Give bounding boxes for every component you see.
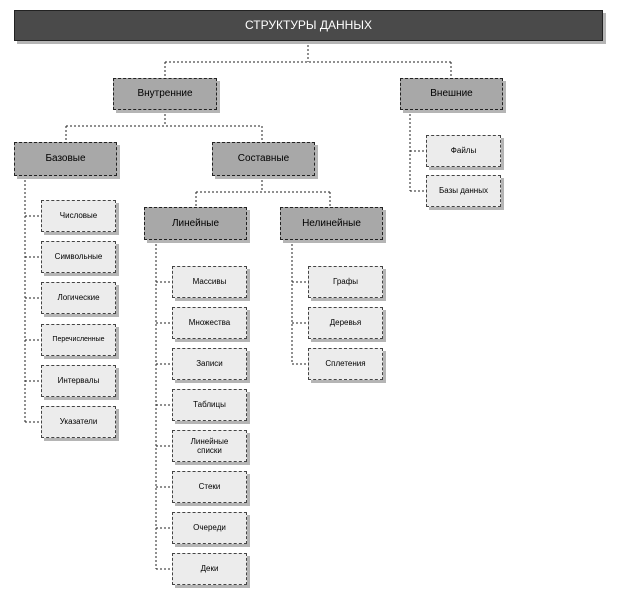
linear-item-records: Записи <box>172 348 247 380</box>
linear-item-arrays: Массивы <box>172 266 247 298</box>
linear-item-queues: Очереди <box>172 512 247 544</box>
nonlinear-item-interlacings: Сплетения <box>308 348 383 380</box>
linear-item-stacks: Стеки <box>172 471 247 503</box>
linear-item-deques: Деки <box>172 553 247 585</box>
nonlinear-node: Нелинейные <box>280 207 383 240</box>
basic-item-symbolic: Символьные <box>41 241 116 273</box>
external-item-files: Файлы <box>426 135 501 167</box>
basic-item-numeric: Числовые <box>41 200 116 232</box>
internal-node: Внутренние <box>113 78 217 110</box>
basic-item-pointers: Указатели <box>41 406 116 438</box>
external-item-databases: Базы данных <box>426 175 501 207</box>
linear-item-linked-lists: Линейные списки <box>172 430 247 462</box>
composite-node: Составные <box>212 142 315 176</box>
nonlinear-item-trees: Деревья <box>308 307 383 339</box>
linear-item-tables: Таблицы <box>172 389 247 421</box>
nonlinear-item-graphs: Графы <box>308 266 383 298</box>
root-node: СТРУКТУРЫ ДАННЫХ <box>14 10 603 41</box>
external-node: Внешние <box>400 78 503 110</box>
basic-item-logical: Логические <box>41 282 116 314</box>
basic-item-intervals: Интервалы <box>41 365 116 397</box>
linear-node: Линейные <box>144 207 247 240</box>
basic-item-enumerated: Перечисленные <box>41 324 116 356</box>
basic-node: Базовые <box>14 142 117 176</box>
linear-item-sets: Множества <box>172 307 247 339</box>
